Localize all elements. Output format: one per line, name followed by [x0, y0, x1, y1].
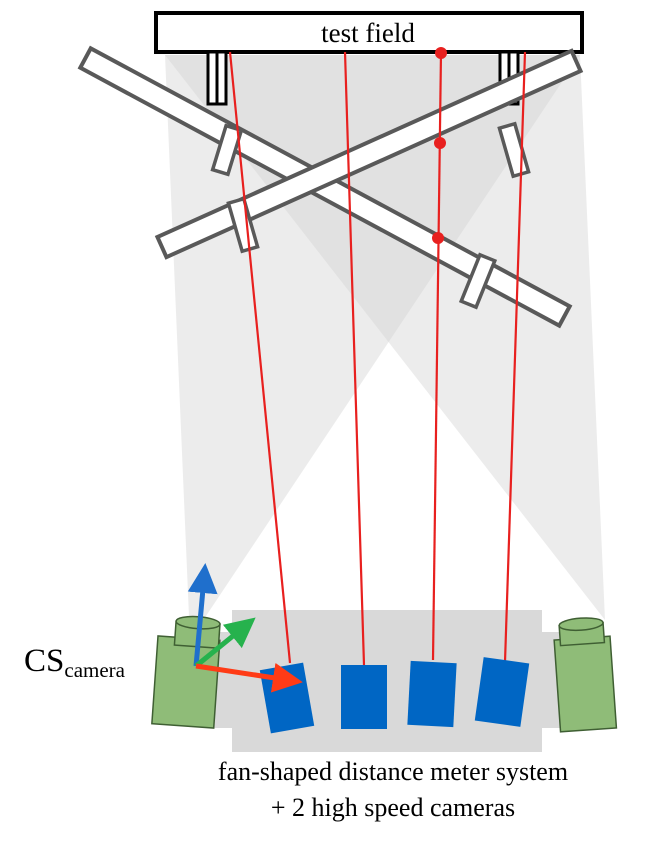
frame-bar-ascending — [154, 48, 584, 260]
frame-bracket — [210, 123, 244, 177]
laser-beam — [431, 51, 443, 661]
axes-icon — [187, 563, 303, 693]
laser-hit-point — [432, 232, 444, 244]
laser-beam — [343, 51, 366, 666]
z-axis-arrow — [187, 563, 218, 667]
test-field-label: test field — [321, 18, 415, 48]
laser-hit-point — [434, 137, 446, 149]
frame-bracket — [458, 252, 498, 310]
distance-meter-icon — [474, 657, 530, 727]
distance-meter-icon — [341, 665, 387, 729]
test-field-bar — [154, 11, 584, 54]
camera-icon — [553, 617, 618, 733]
crossed-frame — [77, 45, 584, 329]
distance-meter-icon — [407, 660, 457, 728]
x-axis-arrow — [195, 662, 303, 693]
laser-beams — [228, 51, 527, 666]
caption-line-2: + 2 high speed cameras — [271, 793, 515, 822]
coordinate-system-label: CScamera — [24, 643, 126, 682]
caption-line-1: fan-shaped distance meter system — [218, 757, 568, 786]
y-axis-arrow — [194, 617, 256, 668]
camera-icon — [151, 615, 221, 729]
laser-beam — [228, 51, 292, 664]
laser-beam — [503, 51, 527, 663]
laser-hit-point — [435, 47, 447, 59]
laser-hit-points — [432, 47, 447, 244]
